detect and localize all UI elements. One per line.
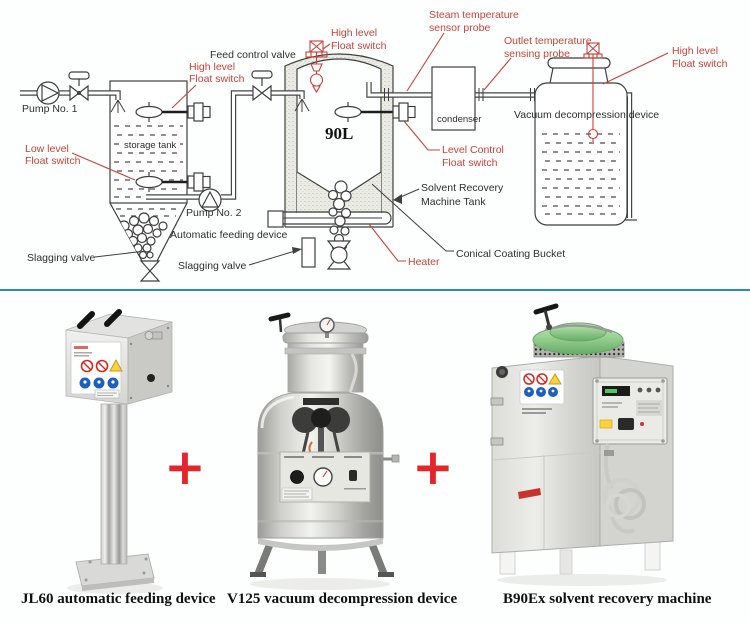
bead-column bbox=[327, 180, 352, 252]
label-tank-volume: 90L bbox=[325, 124, 353, 143]
drain-spigot bbox=[383, 454, 400, 463]
clamp-knob bbox=[268, 312, 291, 322]
storage-cone-beads bbox=[116, 208, 180, 260]
funnel-jacket-right bbox=[344, 172, 381, 213]
label-high-level-vacuum-2: Float switch bbox=[672, 58, 728, 70]
section-divider bbox=[0, 289, 750, 291]
photo-jl60-feeding-device bbox=[65, 309, 173, 594]
power-cables bbox=[602, 443, 646, 534]
label-condenser: condenser bbox=[437, 114, 481, 125]
panel-knob bbox=[290, 470, 304, 484]
storage-tank bbox=[109, 80, 188, 282]
label-slagging-valve-tank: Slagging valve bbox=[178, 260, 246, 272]
label-high-level-storage-2: Float switch bbox=[189, 73, 245, 85]
label-conical-coating-bucket: Conical Coating Bucket bbox=[456, 248, 565, 260]
plus-separator-2: + bbox=[412, 438, 454, 496]
caption-b90ex: B90Ex solvent recovery machine bbox=[503, 591, 712, 607]
label-automatic-feeding-device: Automatic feeding device bbox=[170, 229, 287, 241]
label-low-level-2: Float switch bbox=[25, 155, 81, 167]
label-solvent-recovery-1: Solvent Recovery bbox=[421, 182, 504, 194]
feed-float-switch bbox=[305, 40, 328, 94]
label-pump1: Pump No. 1 bbox=[22, 103, 78, 115]
inlet-valve bbox=[68, 71, 90, 102]
pedestal-column bbox=[100, 403, 128, 565]
caption-jl60: JL60 automatic feeding device bbox=[21, 591, 216, 607]
leader-lines bbox=[71, 32, 669, 266]
label-steam-probe-1: Steam temperature bbox=[429, 9, 519, 21]
label-storage-tank: storage tank bbox=[124, 140, 177, 151]
photo-v125-vacuum-device bbox=[250, 312, 400, 590]
label-pump2: Pump No. 2 bbox=[186, 207, 242, 219]
explosion-proof-control-box bbox=[592, 377, 668, 445]
vacuum-decompression-tank bbox=[534, 57, 628, 226]
label-low-level-1: Low level bbox=[25, 143, 69, 155]
green-lid bbox=[532, 303, 625, 358]
photo-b90ex-recovery-machine bbox=[490, 303, 674, 586]
label-high-level-feed-2: Float switch bbox=[331, 40, 387, 52]
condenser bbox=[431, 66, 476, 131]
lid-knob bbox=[533, 303, 559, 315]
label-level-control-2: Float switch bbox=[442, 157, 498, 169]
panel-switch bbox=[349, 470, 357, 481]
filter-canister bbox=[268, 312, 369, 393]
solvent-recovery-tank bbox=[267, 53, 394, 270]
feed-control-valve bbox=[251, 70, 273, 102]
plus-separator-1: + bbox=[164, 438, 206, 496]
high-level-float-storage bbox=[135, 102, 211, 122]
conical-bucket-right-edge bbox=[343, 171, 382, 197]
warning-triangle-icon bbox=[109, 358, 123, 372]
label-slagging-valve-storage: Slagging valve bbox=[27, 252, 95, 264]
vacuum-tank-liquid bbox=[542, 133, 620, 215]
pressure-gauge-top bbox=[319, 317, 335, 338]
latch bbox=[490, 437, 504, 446]
latch bbox=[490, 397, 504, 406]
caption-v125: V125 vacuum decompression device bbox=[227, 591, 458, 607]
label-high-level-feed-1: High level bbox=[331, 27, 377, 39]
label-vacuum-decompression-device: Vacuum decompression device bbox=[514, 109, 659, 121]
low-level-float-storage bbox=[135, 172, 211, 192]
carry-handle-left bbox=[77, 311, 95, 329]
label-heater: Heater bbox=[408, 256, 440, 268]
warning-triangle-icon bbox=[548, 373, 562, 385]
control-panel bbox=[279, 451, 371, 503]
spray-nozzle-tank bbox=[294, 98, 310, 112]
funnel-jacket-left bbox=[297, 172, 336, 213]
diaphragm-pump bbox=[292, 398, 350, 457]
pump-2 bbox=[198, 188, 222, 212]
slag-discharge-box bbox=[301, 237, 316, 268]
slagging-valve-tank bbox=[326, 240, 352, 270]
label-high-level-storage-1: High level bbox=[189, 61, 235, 73]
heater-element bbox=[267, 210, 392, 228]
red-lever bbox=[518, 488, 541, 499]
product-photos bbox=[65, 303, 674, 594]
warning-sticker bbox=[519, 369, 565, 414]
cable-port bbox=[147, 374, 155, 382]
label-outlet-probe-1: Outlet temperature bbox=[504, 35, 592, 47]
label-level-control-1: Level Control bbox=[442, 144, 504, 156]
label-outlet-probe-2: sensing probe bbox=[504, 48, 570, 60]
spray-nozzle-storage bbox=[110, 99, 126, 113]
label-feed-control-valve: Feed control valve bbox=[210, 49, 296, 61]
slagging-valve-storage bbox=[139, 260, 161, 282]
hose-fitting bbox=[144, 331, 163, 340]
label-high-level-vacuum-1: High level bbox=[672, 45, 718, 57]
pump-1 bbox=[36, 81, 60, 105]
carry-handle-right bbox=[104, 309, 122, 327]
feeder-control-box bbox=[65, 309, 173, 405]
label-solvent-recovery-2: Machine Tank bbox=[421, 196, 486, 208]
label-steam-probe-2: sensor probe bbox=[429, 22, 490, 34]
warning-sticker bbox=[70, 341, 123, 399]
power-switch bbox=[618, 418, 634, 430]
system-diagram: Pump No. 1 Feed control valve storage ta… bbox=[20, 9, 728, 282]
vacuum-float-probe bbox=[583, 42, 603, 142]
level-control-float bbox=[334, 102, 416, 122]
